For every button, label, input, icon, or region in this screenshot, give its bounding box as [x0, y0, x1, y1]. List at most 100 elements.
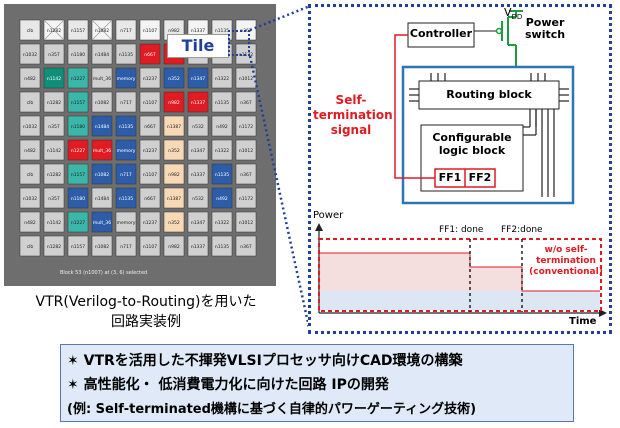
fpga-cell-label: n1157	[71, 100, 85, 106]
fpga-cell-label: n1082	[95, 100, 109, 106]
fpga-cell	[43, 43, 65, 65]
fpga-cell-label: n1180	[71, 52, 85, 58]
fpga-cell	[91, 211, 113, 233]
fpga-cell-label: n982	[168, 172, 180, 178]
tile-label: Tile	[181, 36, 215, 55]
fpga-cell	[139, 211, 161, 233]
fpga-cell	[115, 139, 137, 161]
fpga-cell-label: n1172	[239, 124, 253, 130]
fpga-cell	[235, 211, 257, 233]
fpga-cell	[187, 235, 209, 257]
fpga-cell-label: n1237	[143, 76, 157, 82]
fpga-cell	[139, 139, 161, 161]
fpga-cell	[67, 211, 89, 233]
fpga-cell	[235, 67, 257, 89]
self-terminated-power-trace	[319, 252, 600, 292]
fpga-cell	[211, 115, 233, 137]
fpga-cell-label: n1322	[215, 76, 229, 82]
fpga-cell	[67, 235, 89, 257]
power-switch-label: Power switch	[525, 16, 566, 41]
tile-detail-diagram: VDD Power switch Controller Routing bloc…	[308, 4, 612, 334]
summary-notes: ✶ VTRを活用した不揮発VLSIプロセッサ向けCAD環境の構築 ✶ 高性能化・…	[60, 344, 574, 422]
fpga-cell	[235, 139, 257, 161]
conventional-label: w/o self- termination (conventional)	[529, 245, 603, 277]
fpga-cell-label: n1012	[239, 76, 253, 82]
fpga-cell-label: n367	[240, 172, 252, 178]
fpga-cell-label: n1032	[23, 124, 37, 130]
fpga-cell	[211, 187, 233, 209]
vdd-label: VDD	[504, 6, 523, 22]
fpga-cell	[91, 163, 113, 185]
fpga-cell-cross	[91, 19, 113, 41]
fpga-cell	[211, 211, 233, 233]
layout-caption-line1: VTR(Verilog-to-Routing)を用いた	[35, 294, 257, 310]
controller-box	[407, 22, 475, 48]
fpga-cell	[115, 67, 137, 89]
ff1-done-label: FF1: done	[439, 225, 484, 235]
fpga-cell	[139, 43, 161, 65]
fpga-cell-label: n532	[192, 124, 204, 130]
fpga-cell-label: mult_36	[93, 220, 111, 226]
fpga-cell-label: n367	[240, 244, 252, 250]
fpga-cell-label: n367	[240, 100, 252, 106]
fpga-cell	[67, 139, 89, 161]
fpga-cell	[91, 139, 113, 161]
fpga-cell	[43, 211, 65, 233]
fpga-cell	[211, 91, 233, 113]
fpga-cell-label: n717	[120, 100, 132, 106]
fpga-cell-label: n1135	[215, 100, 229, 106]
fpga-cell-label: n717	[120, 172, 132, 178]
fpga-cell	[211, 139, 233, 161]
power-region-active	[320, 253, 470, 291]
fpga-cell-label: n1347	[191, 220, 205, 226]
fpga-cell-label: n1484	[95, 124, 109, 130]
fpga-cell-label: n1157	[71, 172, 85, 178]
fpga-cell	[19, 139, 41, 161]
fpga-cell-label: mult_36	[93, 76, 111, 82]
fpga-cell-label: n667	[144, 196, 156, 202]
fpga-cell-label: n492	[216, 196, 228, 202]
fpga-cell-label: n1107	[143, 100, 157, 106]
fpga-cell	[235, 235, 257, 257]
self-termination-label: Self- termination signal	[313, 93, 393, 137]
fpga-cell-label: n482	[24, 220, 36, 226]
fpga-cell-label: n1142	[47, 76, 61, 82]
fpga-cell-label: n667	[144, 52, 156, 58]
power-domain-box	[401, 65, 575, 205]
fpga-cell-label: n1322	[215, 220, 229, 226]
fpga-cell	[43, 67, 65, 89]
fpga-cell	[67, 43, 89, 65]
fpga-cell-label: n1135	[119, 52, 133, 58]
fpga-cell	[19, 235, 41, 257]
fpga-cell	[19, 19, 41, 41]
fpga-cell-label: n1142	[47, 148, 61, 154]
fpga-cell-label: n1347	[191, 148, 205, 154]
fpga-cell	[163, 187, 185, 209]
ff2-label: FF2	[468, 171, 492, 184]
fpga-cell	[91, 91, 113, 113]
fpga-cell	[67, 67, 89, 89]
fpga-cell-label: n1227	[71, 220, 85, 226]
fpga-cell	[211, 67, 233, 89]
fpga-status-text: Block 53 (n1007) at (3, 6) selected	[60, 270, 148, 276]
conventional-power-area	[318, 238, 602, 312]
fpga-cell-label: n1107	[143, 172, 157, 178]
fpga-cell	[43, 187, 65, 209]
fpga-cell	[91, 115, 113, 137]
fpga-cell	[211, 235, 233, 257]
fpga-cell-label: n1282	[47, 244, 61, 250]
fpga-cell-label: n352	[168, 76, 180, 82]
note-line-2: ✶ 高性能化・ 低消費電力化に向けた回路 IPの開発	[67, 377, 389, 393]
fpga-cell-label: n1337	[191, 100, 205, 106]
fpga-cell-label: n492	[216, 124, 228, 130]
fpga-cell	[139, 235, 161, 257]
fpga-cell-label: n982	[168, 100, 180, 106]
fpga-cell	[235, 91, 257, 113]
fpga-cell	[163, 67, 185, 89]
fpga-cell-label: n1012	[239, 220, 253, 226]
fpga-cell	[187, 163, 209, 185]
fpga-cell	[43, 91, 65, 113]
fpga-cell-label: n1107	[143, 244, 157, 250]
fpga-cell-label: n1484	[95, 196, 109, 202]
